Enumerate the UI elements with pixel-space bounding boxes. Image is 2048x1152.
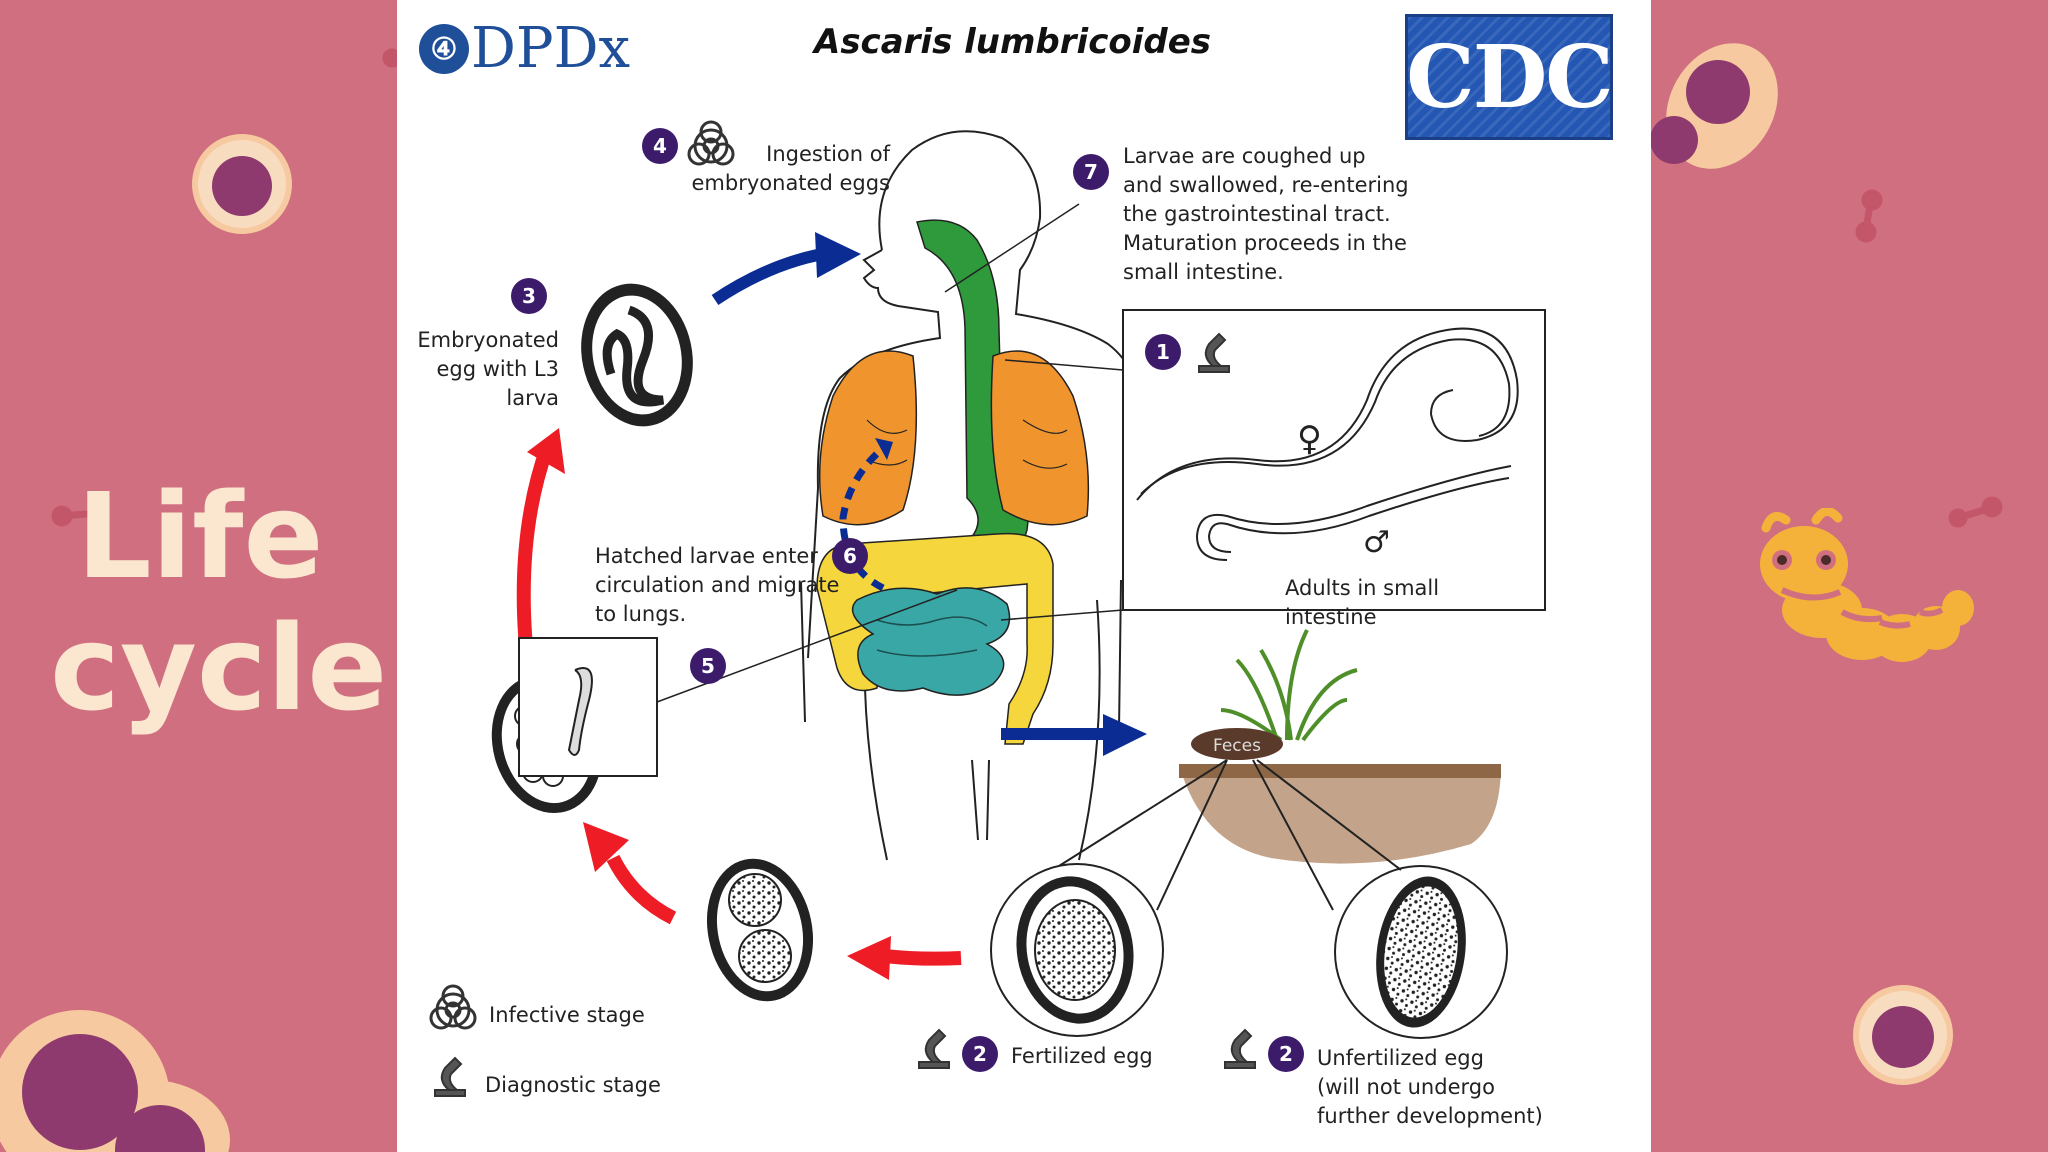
arrow-migration (839, 445, 886, 592)
soil-and-grass (1058, 629, 1501, 911)
life-cycle-diagram: 4 3 7 1 6 5 2 2 ♀ ♂ Feces ④ DPDx Ascaris… (397, 0, 1651, 1152)
biohazard-icon-step4 (687, 120, 735, 166)
step-2b-badge: 2 (1279, 1042, 1293, 1066)
step-6-badge: 6 (843, 544, 857, 568)
dpdx-logo-text: DPDx (471, 16, 631, 81)
hatched-larva (567, 667, 593, 756)
step-3-badge: 3 (522, 284, 536, 308)
microscope-icon-step1 (1198, 332, 1230, 373)
female-symbol: ♀ (1297, 419, 1322, 459)
microscope-icon-step2b (1224, 1028, 1256, 1069)
step-2a-badge: 2 (973, 1042, 987, 1066)
arrow-red-2 (606, 854, 677, 925)
male-symbol: ♂ (1363, 525, 1390, 560)
small-intestine (851, 587, 1011, 696)
legend-infective: Infective stage (489, 1003, 645, 1027)
adults-box (1122, 309, 1546, 611)
step-4-badge: 4 (653, 134, 667, 158)
unfertilized-egg (1334, 865, 1508, 1039)
slide-title-line-1: Life (76, 467, 324, 605)
cell-decoration-top-left (192, 134, 292, 234)
organs (816, 219, 1090, 745)
adult-worms (1136, 327, 1519, 561)
dpdx-logo: ④ DPDx (419, 18, 630, 80)
cell-decoration-bottom-right (1853, 985, 1953, 1085)
step-1-label: Adults in small intestine (1285, 576, 1440, 629)
feces-blob (1191, 728, 1283, 760)
fertilized-egg (990, 863, 1164, 1037)
step-2a-label: Fertilized egg (1011, 1044, 1153, 1068)
lung-right (990, 350, 1090, 526)
microscope-icon-legend (434, 1056, 466, 1097)
worm-mascot (1760, 508, 1974, 662)
lung-left (818, 350, 918, 526)
egg-embryonated-larva (581, 283, 693, 427)
step-5-badge: 5 (701, 654, 715, 678)
feces-label: Feces (1213, 736, 1261, 756)
step-4-label: Ingestion of embryonated eggs (691, 142, 890, 195)
arrow-red-1 (884, 949, 962, 966)
cell-decoration-bottom-left (0, 1010, 230, 1152)
egg-two-cell (706, 858, 814, 1002)
step-7-label: Larvae are coughed up and swallowed, re-… (1123, 144, 1409, 284)
biohazard-icon-legend (429, 984, 477, 1030)
slide-title: Life cycle (50, 467, 388, 737)
microscope-icon-step2a (918, 1028, 950, 1069)
legend-diagnostic: Diagnostic stage (485, 1073, 661, 1097)
step-6-label: Hatched larvae enter circulation and mig… (595, 544, 840, 626)
step-2b-label: Unfertilized egg (will not undergo furth… (1317, 1046, 1543, 1128)
cdc-logo-text: CDC (1406, 26, 1613, 128)
diagram-artwork: 4 3 7 1 6 5 2 2 ♀ ♂ Feces (429, 120, 1546, 1097)
cdc-logo: CDC (1405, 14, 1614, 140)
arrow-red-3 (516, 445, 554, 659)
diagram-title: Ascaris lumbricoides (814, 22, 1211, 62)
step-1-badge: 1 (1156, 340, 1170, 364)
step-7-badge: 7 (1084, 160, 1098, 184)
cell-decoration-top-right (1650, 43, 1778, 169)
step-3-label: Embryonated egg with L3 larva (417, 328, 559, 410)
dpdx-logo-mark: ④ (419, 24, 469, 74)
slide-title-line-2: cycle (50, 599, 388, 737)
